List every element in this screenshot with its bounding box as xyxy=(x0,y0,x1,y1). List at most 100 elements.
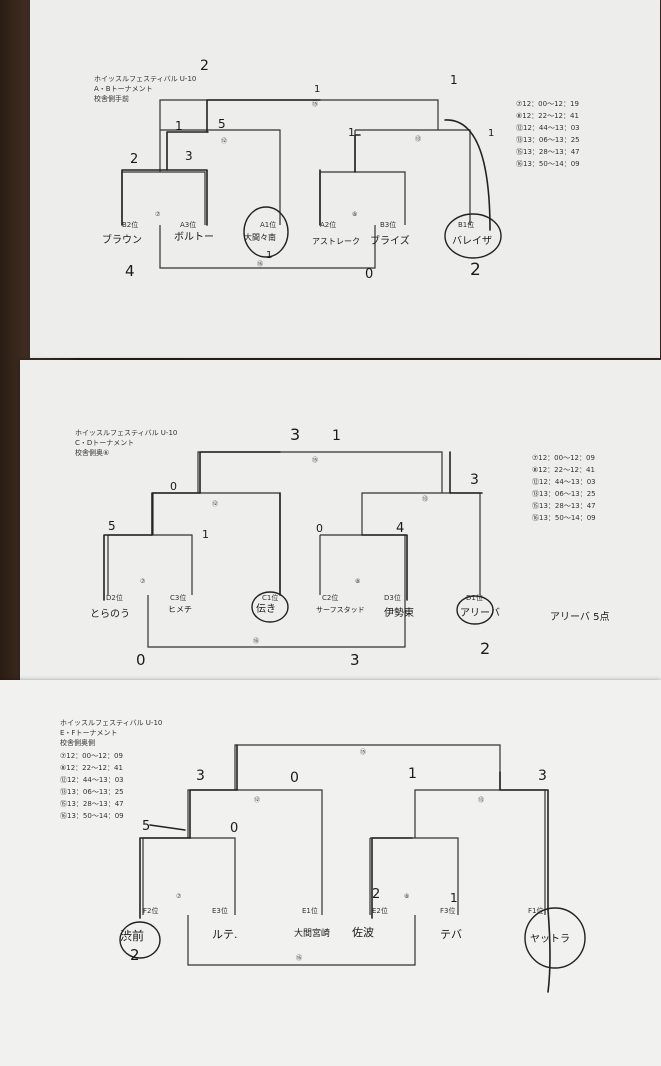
sheet-venue: 校舎側奥⑥ xyxy=(75,449,110,457)
match-number: ⑧ xyxy=(404,893,409,900)
winner-circle xyxy=(251,591,289,623)
schedule-item: ⑫12：44～13：03 xyxy=(516,124,580,132)
handwritten-score: 0 xyxy=(230,821,238,836)
bracket-diagram: ⑦ ⑧ ⑫ ⑬ ⑮ ⑯ F2位 E3位 E1位 E2位 F3位 F1位 渋前 ル… xyxy=(119,744,586,993)
winner-circle xyxy=(524,907,586,969)
sheet-venue: 校舎側手前 xyxy=(94,95,129,103)
handwritten-score: 0 xyxy=(290,770,299,786)
team-name: とらのう xyxy=(90,608,130,620)
bracket-lines xyxy=(107,451,481,648)
handwritten-score: 1 xyxy=(408,766,417,782)
handwritten-path xyxy=(547,909,551,993)
handwritten-path xyxy=(371,837,413,919)
handwritten-score: 1 xyxy=(348,126,355,139)
sheet-title: ホイッスルフェスティバル U-10 xyxy=(75,429,178,437)
handwritten-score: 0 xyxy=(170,480,177,493)
team-seed: E1位 xyxy=(302,906,318,915)
handwritten-path xyxy=(361,534,408,601)
match-number: ⑬ xyxy=(422,495,428,503)
handwritten-score: 1 xyxy=(314,84,320,95)
handwritten-score: 1 xyxy=(332,428,341,444)
schedule-item: ⑮13：28～13：47 xyxy=(516,148,580,156)
team-name: 渋前 xyxy=(120,928,144,943)
handwritten-score: 3 xyxy=(350,651,360,669)
team-name: ルテ. xyxy=(212,928,238,941)
handwritten-path xyxy=(121,169,208,226)
schedule-item: ⑦12：00～12：09 xyxy=(60,752,123,760)
handwritten-score: 0 xyxy=(316,522,323,535)
handwritten-score: 2 xyxy=(130,152,138,167)
schedule-item: ⑬13：06～13：25 xyxy=(60,788,124,796)
team-seed: F2位 xyxy=(143,906,158,915)
handwritten-score: 4 xyxy=(396,521,404,536)
handwritten-path xyxy=(499,771,549,911)
team-name: 大間々南 xyxy=(244,232,276,242)
team-seed: C2位 xyxy=(322,593,338,602)
match-number: ⑯ xyxy=(257,260,263,268)
bracket-sheet-ab: ホイッスルフェスティバル U-10 A・Bトーナメント 校舎側手前 ⑦12：00… xyxy=(30,0,660,358)
match-number: ⑬ xyxy=(415,135,421,143)
bracket-lines xyxy=(142,744,546,966)
team-name: 伝き xyxy=(256,603,276,615)
handwritten-path xyxy=(149,824,186,831)
handwritten-score: 2 xyxy=(130,946,140,964)
handwritten-score: 3 xyxy=(185,149,193,163)
match-number: ⑧ xyxy=(352,211,357,218)
team-seed: E2位 xyxy=(372,906,388,915)
sheet-title: ホイッスルフェスティバル U-10 xyxy=(60,719,163,727)
sheet-title: ホイッスルフェスティバル U-10 xyxy=(94,75,197,83)
team-seed: E3位 xyxy=(212,906,228,915)
handwritten-score: 3 xyxy=(196,768,205,784)
team-name: サーフスタッド xyxy=(316,605,365,614)
team-seed: D1位 xyxy=(466,593,483,602)
schedule-item: ⑧12：22～12：41 xyxy=(60,764,123,772)
bracket-sheet-cd: ホイッスルフェスティバル U-10 C・Dトーナメント 校舎側奥⑥ ⑦12：00… xyxy=(20,360,661,680)
team-seed: B2位 xyxy=(122,220,138,229)
handwritten-score: 1 xyxy=(175,119,183,133)
handwritten-score: 4 xyxy=(125,262,135,280)
sheet-subtitle: E・Fトーナメント xyxy=(60,729,118,737)
match-number: ⑯ xyxy=(253,637,259,645)
handwritten-path xyxy=(103,534,153,601)
sheet-header: ホイッスルフェスティバル U-10 C・Dトーナメント 校舎側奥⑥ xyxy=(75,428,177,458)
team-seed: A1位 xyxy=(260,220,276,229)
team-seed: A3位 xyxy=(180,220,196,229)
match-number: ⑦ xyxy=(140,578,146,585)
match-number: ⑦ xyxy=(155,211,161,218)
team-seed: D3位 xyxy=(384,593,401,602)
match-number: ⑬ xyxy=(478,796,484,804)
team-name: アストレーク xyxy=(312,237,360,246)
team-name: 大間宮崎 xyxy=(294,927,330,939)
bracket-diagram: ⑦ ⑧ ⑫ ⑬ ⑮ ⑯ D2位 C3位 C1位 C2位 D3位 D1位 とらのう… xyxy=(90,425,609,669)
team-seed: C3位 xyxy=(170,593,186,602)
handwritten-score: 2 xyxy=(470,260,481,280)
handwritten-path xyxy=(166,131,209,171)
handwritten-score: 5 xyxy=(218,117,226,131)
schedule-item: ⑧12：22～12：41 xyxy=(532,466,595,474)
schedule-list: ⑦12：00～12：09 ⑧12：22～12：41 ⑫12：44～13：03 ⑬… xyxy=(532,452,596,524)
handwritten-path xyxy=(449,451,483,494)
bracket-sheet-ef: ホイッスルフェスティバル U-10 E・Fトーナメント 校舎側奥側 ⑦12：00… xyxy=(0,680,661,1066)
handwritten-score: 3 xyxy=(538,768,547,784)
sheet-subtitle: C・Dトーナメント xyxy=(75,439,135,447)
match-number: ⑯ xyxy=(296,954,302,962)
team-name: ブラウン xyxy=(102,233,142,246)
sheet-subtitle: A・Bトーナメント xyxy=(94,85,153,93)
team-seed: D2位 xyxy=(106,593,123,602)
match-number: ⑮ xyxy=(360,748,366,756)
team-seed: F3位 xyxy=(440,906,455,915)
winner-circle xyxy=(243,206,289,258)
team-name: テバ xyxy=(440,928,462,941)
team-seed: B1位 xyxy=(458,220,474,229)
team-name: ブライズ xyxy=(370,234,410,247)
winner-circle xyxy=(456,595,494,625)
team-seed: C1位 xyxy=(262,593,278,602)
handwritten-score: 5 xyxy=(108,519,116,533)
schedule-item: ⑦12：00～12：19 xyxy=(516,100,579,108)
sheet-venue: 校舎側奥側 xyxy=(60,739,95,747)
sheet-header: ホイッスルフェスティバル U-10 E・Fトーナメント 校舎側奥側 xyxy=(60,718,162,748)
match-number: ⑮ xyxy=(312,456,318,464)
team-name: ヤットラ xyxy=(530,933,570,945)
match-number: ⑮ xyxy=(312,100,318,108)
schedule-item: ⑧12：22～12：41 xyxy=(516,112,579,120)
